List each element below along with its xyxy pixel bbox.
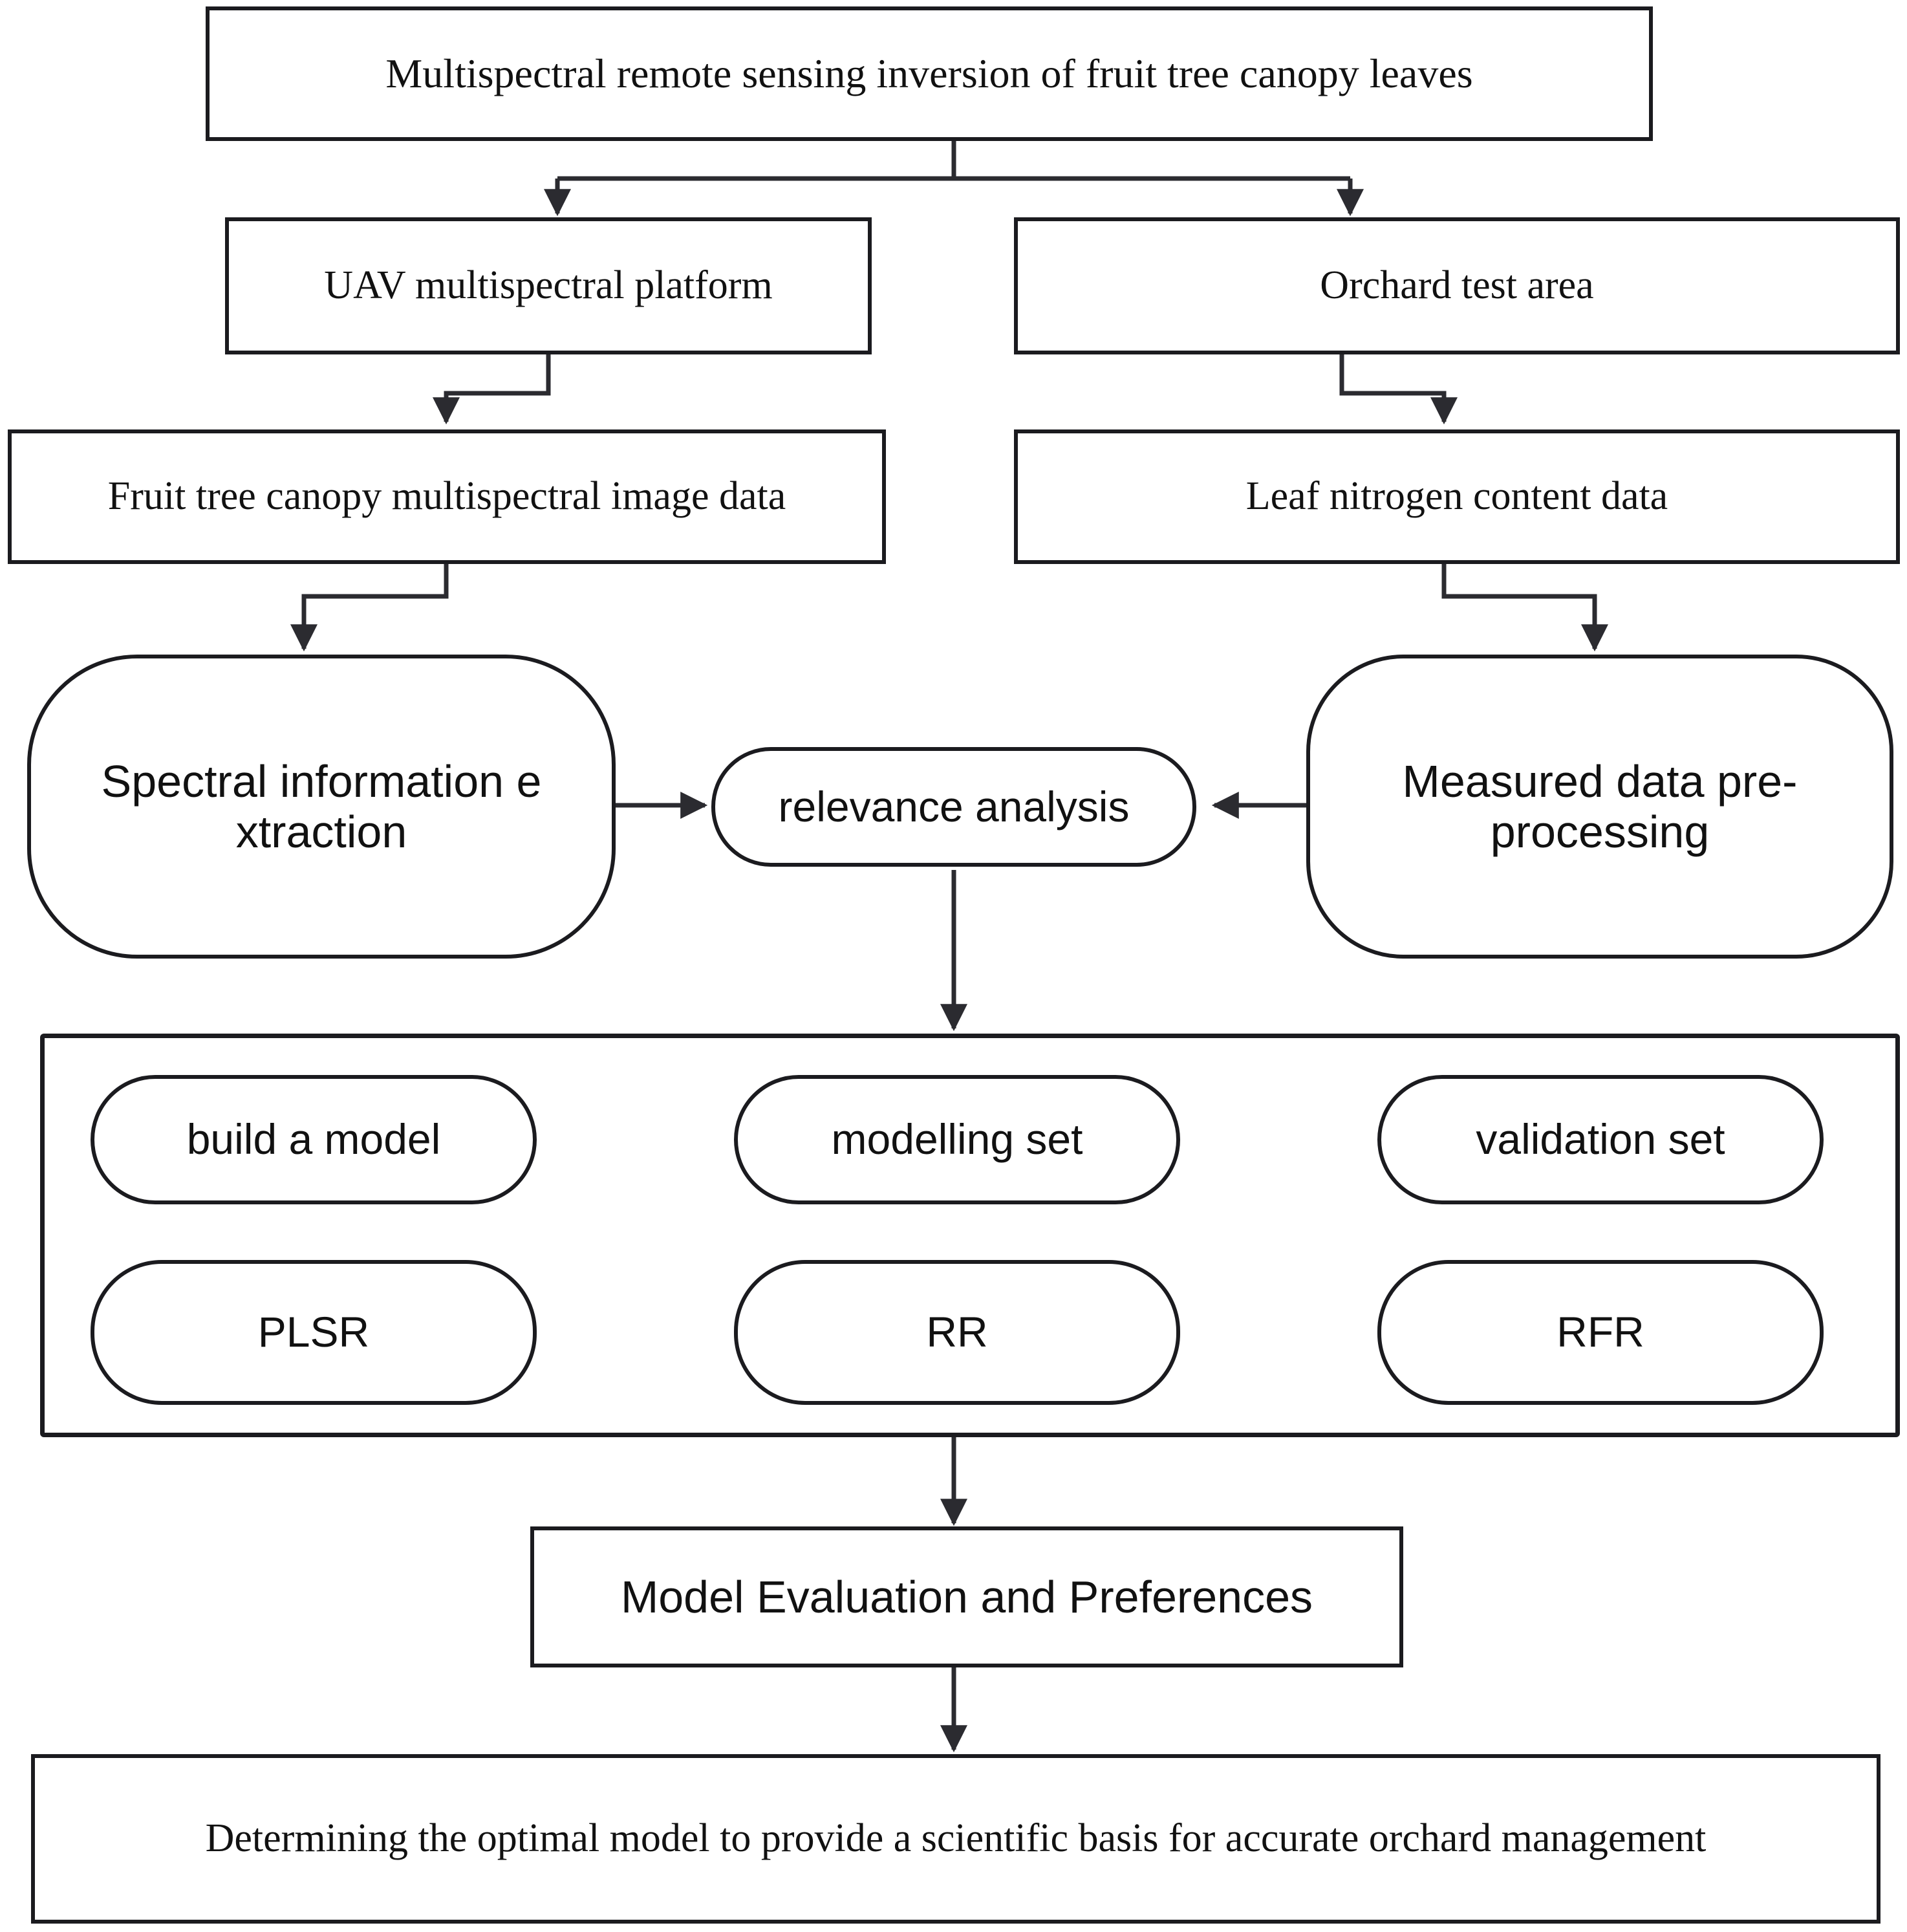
node-rfr[interactable]: RFR: [1377, 1260, 1824, 1405]
node-title-box[interactable]: Multispectral remote sensing inversion o…: [206, 6, 1653, 141]
node-measured-preprocessing-label: Measured data pre- processing: [1402, 755, 1798, 857]
node-build-model[interactable]: build a model: [91, 1075, 537, 1204]
node-relevance-analysis-label: relevance analysis: [778, 782, 1130, 830]
node-leaf-nitrogen-data-label: Leaf nitrogen content data: [1245, 474, 1668, 519]
node-validation-set-label: validation set: [1476, 1115, 1725, 1164]
node-plsr[interactable]: PLSR: [91, 1260, 537, 1405]
node-build-model-label: build a model: [186, 1115, 441, 1164]
connector-leaf-data-to-preprocessing: [1441, 564, 1608, 652]
node-optimal-model-label: Determining the optimal model to provide…: [205, 1816, 1707, 1861]
node-rr[interactable]: RR: [734, 1260, 1180, 1405]
node-rfr-label: RFR: [1557, 1308, 1644, 1356]
node-uav-platform-label: UAV multispectral platform: [324, 263, 773, 308]
node-orchard-area-label: Orchard test area: [1320, 263, 1594, 308]
node-spectral-extraction-label: Spectral information e xtraction: [101, 755, 542, 857]
connector-canopy-data-to-spectral: [290, 564, 449, 652]
node-optimal-model[interactable]: Determining the optimal model to provide…: [31, 1754, 1880, 1924]
node-spectral-extraction[interactable]: Spectral information e xtraction: [27, 655, 616, 959]
node-model-evaluation-label: Model Evaluation and Preferences: [620, 1571, 1313, 1622]
connector-orchard-to-leaf-data: [1339, 354, 1458, 425]
node-validation-set[interactable]: validation set: [1377, 1075, 1824, 1204]
node-model-evaluation[interactable]: Model Evaluation and Preferences: [530, 1526, 1403, 1667]
node-leaf-nitrogen-data[interactable]: Leaf nitrogen content data: [1014, 429, 1900, 564]
node-title-box-label: Multispectral remote sensing inversion o…: [385, 50, 1473, 97]
node-plsr-label: PLSR: [257, 1308, 370, 1356]
node-orchard-area[interactable]: Orchard test area: [1014, 217, 1900, 354]
connector-uav-to-canopy-data: [433, 354, 551, 425]
node-canopy-image-data-label: Fruit tree canopy multispectral image da…: [107, 474, 786, 519]
node-modelling-set-label: modelling set: [831, 1115, 1083, 1164]
node-uav-platform[interactable]: UAV multispectral platform: [225, 217, 872, 354]
node-modelling-set[interactable]: modelling set: [734, 1075, 1180, 1204]
node-relevance-analysis[interactable]: relevance analysis: [711, 747, 1196, 867]
node-rr-label: RR: [926, 1308, 988, 1356]
node-canopy-image-data[interactable]: Fruit tree canopy multispectral image da…: [8, 429, 886, 564]
node-measured-preprocessing[interactable]: Measured data pre- processing: [1306, 655, 1893, 959]
